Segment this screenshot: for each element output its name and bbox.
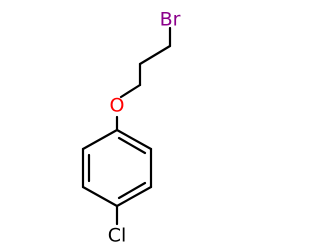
ring-bond-1 <box>115 128 153 151</box>
ring-bond-4 <box>81 185 119 208</box>
molecule-structure: Br O Cl <box>81 9 181 247</box>
ring-bond-6 <box>81 128 119 151</box>
ring-double-bond-1 <box>117 136 147 155</box>
bond-c3-o <box>119 83 142 99</box>
atom-label-cl: Cl <box>108 225 127 247</box>
ring-bond-3 <box>115 185 153 208</box>
atom-label-o: O <box>110 95 125 117</box>
atom-label-br: Br <box>160 9 181 31</box>
bond-c1-c2 <box>138 44 172 66</box>
ring-double-bond-2 <box>117 181 147 200</box>
